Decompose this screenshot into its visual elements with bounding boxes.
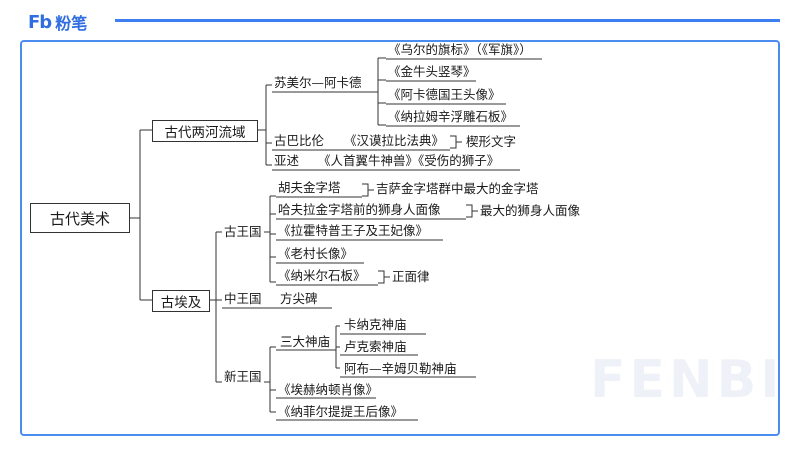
- sumer-work-2: 《金牛头竖琴》: [388, 64, 476, 79]
- brand-logo: Fb 粉笔: [28, 10, 87, 34]
- old-item-1: 胡夫金字塔: [278, 180, 341, 195]
- temple-2: 卢克索神庙: [344, 339, 407, 354]
- babylon-label: 古巴比伦: [274, 133, 325, 148]
- logo-text: 粉笔: [55, 14, 88, 33]
- assyria-label: 亚述: [274, 153, 300, 168]
- header-rule: [115, 19, 780, 22]
- old-note-1: 吉萨金字塔群中最大的金字塔: [376, 181, 539, 196]
- branch-mesopotamia: 古代两河流域: [152, 120, 258, 142]
- new-item-2: 《纳菲尔提提王后像》: [278, 404, 404, 419]
- old-item-3: 《拉霍特普王子及王妃像》: [278, 223, 429, 238]
- middle-item: 方尖碑: [280, 291, 318, 306]
- branch-egypt: 古埃及: [152, 290, 210, 312]
- three-temples-label: 三大神庙: [280, 334, 331, 349]
- babylon-note: 楔形文字: [466, 134, 517, 149]
- old-item-4: 《老村长像》: [278, 246, 354, 261]
- old-item-5: 《纳米尔石板》: [278, 268, 366, 283]
- logo-mark: Fb: [28, 11, 52, 33]
- old-note-2: 最大的狮身人面像: [480, 203, 581, 218]
- root-node: 古代美术: [30, 203, 130, 233]
- middle-kingdom-label: 中王国: [224, 291, 262, 306]
- old-kingdom-label: 古王国: [224, 224, 262, 239]
- assyria-works: 《人首翼牛神兽》《受伤的狮子》: [318, 153, 500, 168]
- new-kingdom-label: 新王国: [224, 369, 262, 384]
- old-item-2: 哈夫拉金字塔前的狮身人面像: [278, 202, 441, 217]
- old-note-3: 正面律: [392, 269, 430, 284]
- sumer-work-3: 《阿卡德国王头像》: [388, 87, 501, 102]
- temple-1: 卡纳克神庙: [344, 317, 407, 332]
- babylon-work: 《汉谟拉比法典》: [344, 133, 445, 148]
- sumer-work-1: 《乌尔的旗标》（《军旗》）: [388, 42, 532, 57]
- watermark: FENBI: [590, 350, 784, 410]
- content-frame: [20, 40, 780, 436]
- new-item-1: 《埃赫纳顿肖像》: [278, 382, 379, 397]
- temple-3: 阿布—辛姆贝勒神庙: [344, 361, 457, 376]
- sumer-work-4: 《纳拉姆辛浮雕石板》: [388, 109, 514, 124]
- sumer-akkad-label: 苏美尔—阿卡德: [274, 75, 362, 90]
